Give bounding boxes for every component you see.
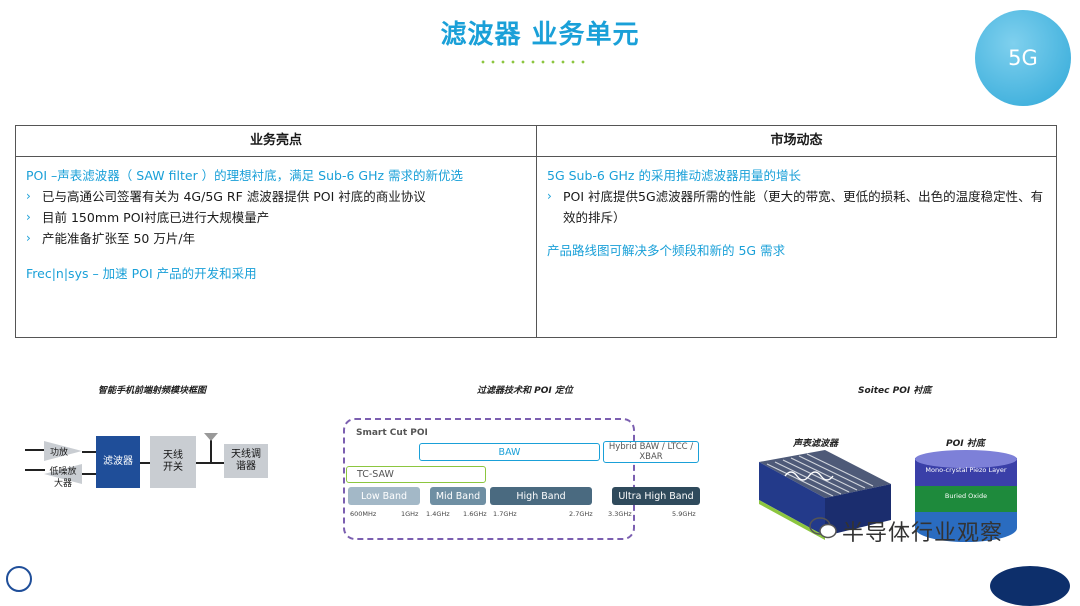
market-header: 市场动态 — [537, 126, 1056, 157]
freq-tick: 1.6GHz — [463, 510, 487, 518]
poi-substrate-label: POI 衬底 — [946, 439, 985, 449]
poi-stack-illustration: Mono-crystal Piezo Layer Buried Oxide — [915, 450, 1017, 542]
footer-circle-icon — [6, 566, 32, 592]
buried-oxide-label: Buried Oxide — [944, 492, 988, 500]
antenna-switch-block: 天线开关 — [150, 436, 196, 488]
mid-band: Mid Band — [430, 487, 486, 505]
piezo-layer-label: Mono-crystal Piezo Layer — [925, 466, 1007, 474]
freq-tick: 2.7GHz — [569, 510, 593, 518]
ultra-high-band: Ultra High Band — [612, 487, 700, 505]
freq-tick: 1.4GHz — [426, 510, 450, 518]
highlights-lead: POI –声表滤波器（ SAW filter ）的理想衬底，满足 Sub-6 G… — [26, 168, 464, 183]
5g-badge: 5G — [975, 10, 1071, 106]
lna-label: 低噪放大器 — [49, 467, 77, 489]
freq-tick: 3.3GHz — [608, 510, 632, 518]
market-lead: 5G Sub-6 GHz 的采用推动滤波器用量的增长 — [547, 168, 801, 183]
pa-input-line — [25, 449, 45, 451]
smart-cut-poi-label: Smart Cut POI — [356, 428, 428, 438]
page-title: 滤波器 业务单元 — [440, 20, 640, 50]
high-band: High Band — [490, 487, 592, 505]
freq-tick: 5.9GHz — [672, 510, 696, 518]
chevron-icon: › — [547, 189, 552, 203]
lna-input-line — [25, 469, 45, 471]
connector-line — [82, 451, 96, 453]
freq-tick: 1GHz — [401, 510, 419, 518]
chevron-icon: › — [26, 231, 31, 245]
antenna-icon — [204, 433, 218, 441]
poi-substrate-caption: Soitec POI 衬底 — [858, 386, 932, 396]
filter-block: 滤波器 — [96, 436, 140, 488]
market-bullet: ›POI 衬底提供5G滤波器所需的性能（更大的带宽、更低的损耗、出色的温度稳定性… — [547, 186, 1046, 228]
highlight-bullet: ›已与高通公司签署有关为 4G/5G RF 滤波器提供 POI 衬底的商业协议 — [26, 186, 526, 207]
low-band: Low Band — [348, 487, 420, 505]
wechat-icon — [809, 517, 837, 539]
market-column: 市场动态 5G Sub-6 GHz 的采用推动滤波器用量的增长 ›POI 衬底提… — [537, 126, 1056, 337]
highlights-column: 业务亮点 POI –声表滤波器（ SAW filter ）的理想衬底，满足 Su… — [16, 126, 537, 337]
antenna-mast — [210, 440, 212, 464]
chevron-icon: › — [26, 210, 31, 224]
hybrid-band: Hybrid BAW / LTCC / XBAR — [603, 441, 699, 463]
freq-tick: 1.7GHz — [493, 510, 517, 518]
title-divider — [478, 60, 588, 64]
freq-tick: 600MHz — [350, 510, 377, 518]
highlights-header: 业务亮点 — [16, 126, 536, 157]
smart-cut-poi-region — [343, 418, 635, 540]
watermark-text: 半导体行业观察 — [842, 521, 1004, 546]
saw-filter-illustration — [759, 450, 891, 540]
chevron-icon: › — [26, 189, 31, 203]
pa-label: 功放 — [49, 448, 68, 458]
antenna-tuner-block: 天线调谐器 — [224, 444, 268, 478]
business-table: 业务亮点 POI –声表滤波器（ SAW filter ）的理想衬底，满足 Su… — [15, 125, 1057, 338]
baw-band: BAW — [419, 443, 600, 461]
market-footer: 产品路线图可解决多个频段和新的 5G 需求 — [547, 243, 786, 258]
amplifier-icon — [44, 441, 82, 484]
filter-tech-caption: 过滤器技术和 POI 定位 — [477, 386, 573, 396]
connector-line — [140, 462, 150, 464]
highlight-bullet: ›目前 150mm POI衬底已进行大规模量产 — [26, 207, 526, 228]
highlight-bullet: ›产能准备扩张至 50 万片/年 — [26, 228, 526, 249]
rf-diagram-caption: 智能手机前端射频模块框图 — [98, 386, 207, 396]
tc-saw-band: TC-SAW — [346, 466, 486, 483]
highlights-footer: Frec|n|sys – 加速 POI 产品的开发和采用 — [26, 266, 257, 281]
footer-logo-shape — [990, 566, 1070, 606]
connector-line — [82, 473, 96, 475]
saw-filter-label: 声表滤波器 — [793, 439, 839, 449]
